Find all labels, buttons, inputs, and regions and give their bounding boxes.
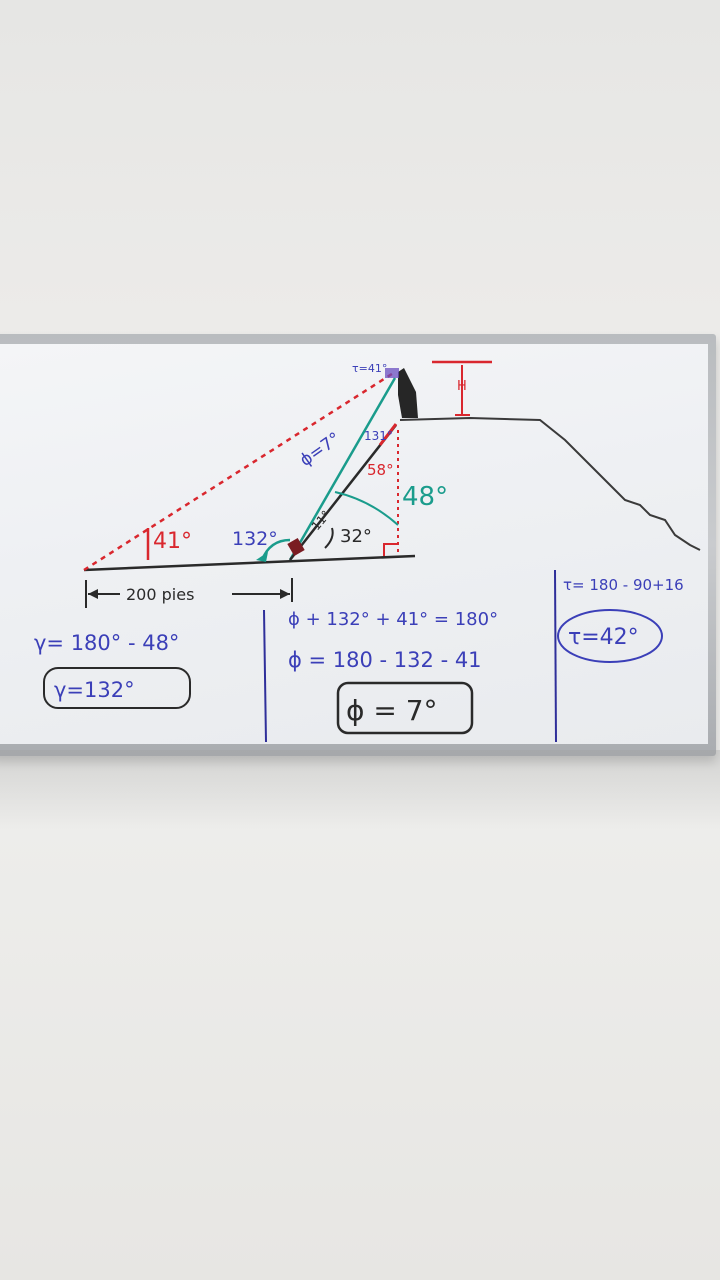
right-work-line1: τ= 180 - 90+16 xyxy=(563,576,684,594)
label-angle-48: 48° xyxy=(402,482,448,512)
wall-shadow xyxy=(0,750,720,830)
separator-left xyxy=(263,609,267,743)
black-arc-32 xyxy=(324,527,334,549)
middle-work-box xyxy=(336,681,474,735)
teal-arrow-head xyxy=(256,552,268,562)
right-work-ellipse xyxy=(557,609,663,663)
label-angle-58: 58° xyxy=(367,461,394,479)
red-segment xyxy=(378,423,398,446)
whiteboard xyxy=(0,344,708,744)
middle-work-line2: ϕ = 180 - 132 - 41 xyxy=(288,648,482,672)
tower-icon xyxy=(398,368,418,418)
distance-arrowhead-right xyxy=(280,589,290,599)
ground-line xyxy=(83,554,416,572)
marker-base xyxy=(287,537,305,557)
label-phi-line: ϕ=7° xyxy=(296,429,344,471)
left-work-box xyxy=(43,667,191,709)
label-distance: 200 pies xyxy=(126,585,194,604)
tower-purple-top xyxy=(385,368,399,378)
separator-right xyxy=(554,569,557,743)
label-tau-top: τ=41° xyxy=(352,362,387,375)
distance-arrowhead-left xyxy=(88,589,98,599)
left-work-line2: γ=132° xyxy=(54,678,135,702)
right-angle-marker xyxy=(383,543,398,556)
label-height-h: H xyxy=(457,379,467,394)
teal-arc-48 xyxy=(334,491,399,526)
label-angle-41: 41° xyxy=(153,529,192,554)
label-angle-131: 131° xyxy=(364,429,393,443)
left-work-line1: γ= 180° - 48° xyxy=(34,631,179,655)
black-sightline xyxy=(289,424,397,561)
hill-profile xyxy=(399,416,701,551)
label-angle-132: 132° xyxy=(232,528,278,550)
red-dashed-sightline xyxy=(83,370,396,572)
middle-work-line3: ϕ = 7° xyxy=(346,694,438,727)
label-angle-32: 32° xyxy=(340,526,372,547)
middle-work-line1: ϕ + 132° + 41° = 180° xyxy=(288,609,498,630)
right-work-line2: τ=42° xyxy=(568,625,639,650)
teal-sightline xyxy=(288,377,397,561)
